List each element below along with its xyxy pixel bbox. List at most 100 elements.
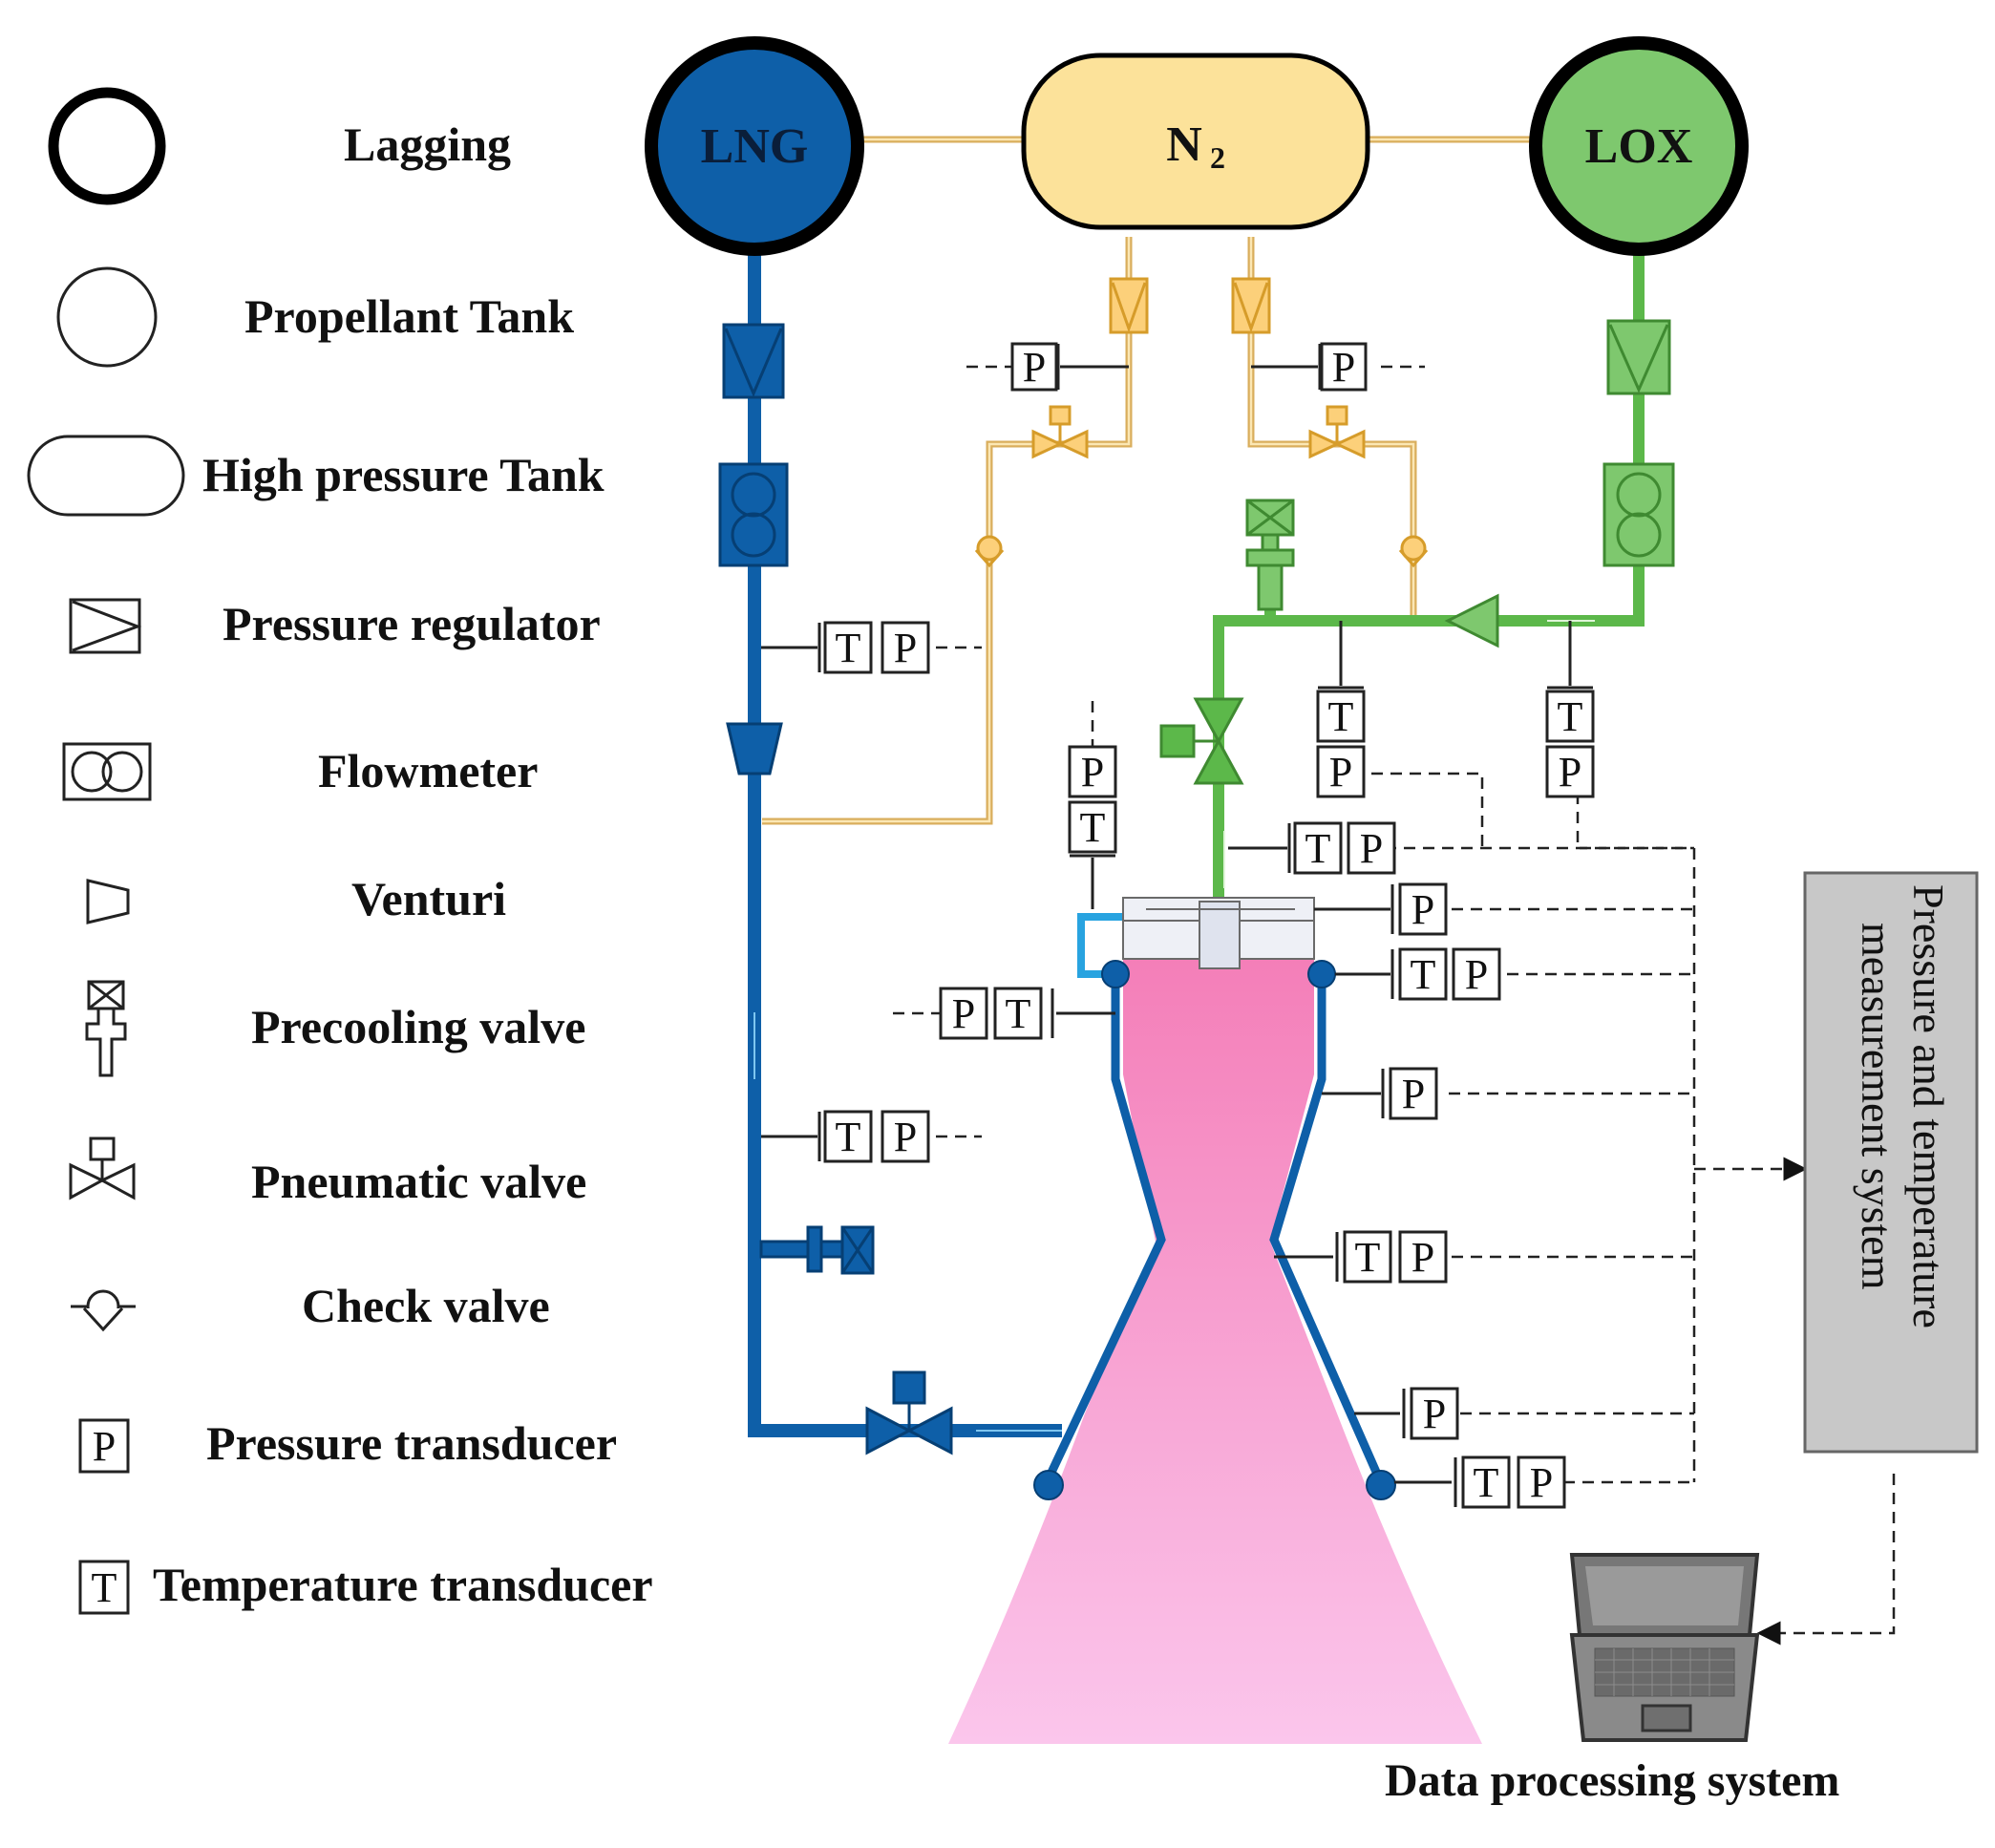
- svg-text:measurement system: measurement system: [1853, 923, 1901, 1290]
- lng-tank: LNG: [645, 36, 864, 256]
- pressure-regulator-icon: [69, 598, 142, 654]
- svg-text:P: P: [1559, 749, 1581, 796]
- legend-label-venturi: Venturi: [351, 872, 506, 925]
- lng-pressure-regulator: [722, 323, 785, 399]
- svg-text:T: T: [1355, 1234, 1381, 1281]
- svg-text:P: P: [952, 990, 975, 1037]
- propellant-tank-icon: [56, 266, 158, 368]
- legend-label-flowmeter: Flowmeter: [318, 744, 538, 797]
- svg-text:P: P: [1332, 344, 1355, 391]
- svg-text:P: P: [1411, 886, 1434, 933]
- chamber-p-transducer-cylinder: P: [1322, 1067, 1438, 1120]
- chamber-pt-transducer-left: P T: [939, 987, 1115, 1040]
- pneumatic-valve-icon: [69, 1136, 136, 1200]
- svg-text:T: T: [1328, 693, 1354, 740]
- legend-label-pneumatic-valve: Pneumatic valve: [251, 1155, 586, 1208]
- n2-check-valve-right: [1398, 535, 1429, 568]
- svg-text:2: 2: [1210, 140, 1225, 175]
- n2-pressure-transducer-right: P: [1251, 342, 1368, 392]
- legend-label-temperature-transducer: Temperature transducer: [153, 1558, 653, 1611]
- svg-text:LNG: LNG: [701, 119, 809, 174]
- svg-text:T: T: [1305, 825, 1331, 872]
- svg-text:P: P: [1465, 951, 1488, 998]
- svg-text:T: T: [1080, 804, 1106, 851]
- legend-label-high-pressure-tank: High pressure Tank: [202, 448, 605, 501]
- lox-tank: LOX: [1529, 36, 1749, 256]
- svg-text:P: P: [1360, 825, 1383, 872]
- lng-venturi: [726, 722, 783, 775]
- lng-piping: [748, 248, 1062, 1437]
- svg-text:T: T: [92, 1564, 117, 1611]
- lox-tp-transducer-lower: T P: [1228, 821, 1396, 875]
- cooling-jacket: [1044, 965, 1384, 1480]
- lng-precooling-valve: [759, 1225, 875, 1275]
- svg-text:T: T: [1411, 951, 1436, 998]
- check-valve-icon: [71, 1289, 136, 1332]
- svg-text:T: T: [1474, 1459, 1499, 1506]
- svg-text:P: P: [93, 1423, 116, 1470]
- high-pressure-tank-icon: [27, 435, 185, 517]
- lagging-icon: [48, 87, 166, 205]
- lng-tp-transducer-upper: T P: [761, 621, 930, 674]
- svg-text:Pressure and temperature: Pressure and temperature: [1904, 884, 1953, 1328]
- n2-piping: [762, 136, 1530, 825]
- chamber-p-transducer-nozzle: P: [1354, 1387, 1459, 1440]
- svg-text:P: P: [1023, 344, 1046, 391]
- lox-venturi: [1444, 593, 1499, 648]
- legend: Lagging Propellant Tank High pressure Ta…: [27, 87, 653, 1615]
- svg-text:P: P: [1081, 749, 1104, 796]
- lng-tp-transducer-lower: T P: [761, 1110, 930, 1163]
- svg-text:P: P: [1402, 1071, 1425, 1117]
- n2-pressure-transducer-left: P: [1010, 342, 1129, 392]
- svg-text:P: P: [1423, 1391, 1446, 1437]
- chamber-tp-transducer-throat: T P: [1274, 1230, 1448, 1284]
- n2-pneumatic-valve-right: [1308, 405, 1366, 459]
- temperature-transducer-icon: T: [78, 1560, 130, 1615]
- lng-flowmeter: [718, 462, 789, 567]
- measurement-system-box: Pressure and temperature measurement sys…: [1803, 871, 1979, 1454]
- n2-pneumatic-valve-left: [1031, 405, 1089, 459]
- n2-pressure-regulator-left: [1109, 277, 1149, 334]
- measurement-wiring: [893, 365, 1896, 1646]
- svg-text:P: P: [1530, 1459, 1553, 1506]
- legend-label-pressure-transducer: Pressure transducer: [206, 1416, 617, 1470]
- lox-flowmeter: [1602, 462, 1675, 567]
- svg-text:P: P: [1329, 749, 1352, 796]
- chamber-pt-transducer-top: P T: [1068, 745, 1117, 909]
- legend-label-precooling-valve: Precooling valve: [251, 1000, 585, 1053]
- svg-text:P: P: [1411, 1234, 1434, 1281]
- chamber-tp-transducer-exit: T P: [1394, 1455, 1566, 1509]
- svg-text:P: P: [894, 1114, 917, 1160]
- chamber-p-transducer-injector: P: [1314, 882, 1448, 936]
- legend-label-pressure-regulator: Pressure regulator: [223, 597, 601, 650]
- svg-text:T: T: [836, 625, 861, 671]
- manifold-nodes: [1033, 960, 1396, 1500]
- data-processing-label: Data processing system: [1385, 1755, 1839, 1806]
- lox-tp-transducer-right: T P: [1545, 621, 1595, 798]
- precooling-valve-icon: [85, 980, 127, 1077]
- legend-label-propellant-tank: Propellant Tank: [244, 289, 574, 343]
- svg-text:N: N: [1166, 117, 1202, 172]
- svg-text:LOX: LOX: [1585, 119, 1693, 174]
- flowmeter-icon: [62, 742, 152, 801]
- svg-text:T: T: [1006, 990, 1031, 1037]
- lox-tp-transducer-mid: T P: [1316, 621, 1366, 798]
- svg-text:P: P: [894, 625, 917, 671]
- thrust-chamber-flame: [948, 955, 1482, 1744]
- n2-check-valve-left: [974, 535, 1005, 568]
- venturi-icon: [86, 879, 130, 924]
- svg-text:T: T: [836, 1114, 861, 1160]
- n2-pressure-regulator-right: [1231, 277, 1271, 334]
- lng-pneumatic-valve: [865, 1370, 953, 1455]
- pressure-transducer-icon: P: [78, 1418, 130, 1474]
- legend-label-lagging: Lagging: [344, 117, 511, 171]
- lox-pneumatic-valve: [1159, 697, 1244, 785]
- lox-precooling-valve: [1245, 499, 1295, 611]
- chamber-tp-transducer-manifold: T P: [1335, 947, 1501, 1001]
- injector-head: [1122, 897, 1315, 969]
- n2-tank: N 2: [1021, 53, 1370, 230]
- legend-label-check-valve: Check valve: [302, 1279, 550, 1332]
- svg-text:T: T: [1558, 693, 1583, 740]
- lox-pressure-regulator: [1606, 319, 1671, 395]
